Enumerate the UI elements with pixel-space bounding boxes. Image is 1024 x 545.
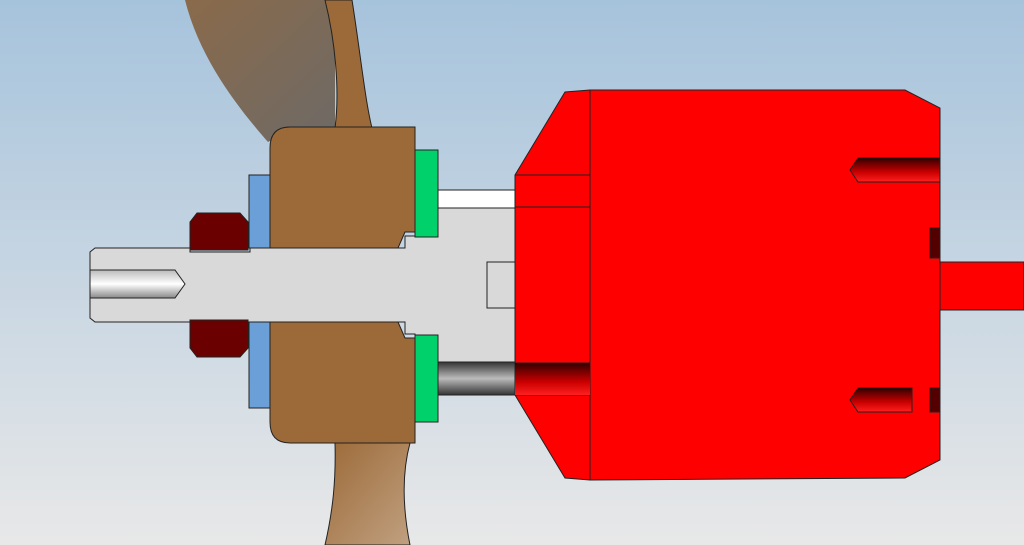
motor-notch-lower xyxy=(929,387,941,413)
motor-screw-hole xyxy=(515,363,590,395)
washer-lower xyxy=(248,321,271,409)
shaft-key xyxy=(486,261,516,309)
shaft-bore xyxy=(89,269,186,299)
propeller-hub-lower xyxy=(269,321,416,444)
motor-body xyxy=(514,89,941,481)
propeller-blade-upper-shaded xyxy=(185,0,335,142)
spacer-lower xyxy=(414,334,439,423)
spacer-upper xyxy=(414,149,439,238)
nut-upper xyxy=(189,212,249,251)
screw-upper xyxy=(437,189,516,209)
propeller-hub-upper xyxy=(269,126,416,249)
screw-lower xyxy=(437,361,516,396)
motor-slot-lower xyxy=(849,387,913,413)
nut-lower xyxy=(189,319,249,358)
motor-edges xyxy=(515,174,590,396)
motor-slot-upper xyxy=(849,157,941,183)
motor-output-shaft xyxy=(939,261,1024,311)
washer-upper xyxy=(248,174,271,249)
propeller-blade-lower xyxy=(324,442,411,545)
motor-notch xyxy=(929,227,941,259)
